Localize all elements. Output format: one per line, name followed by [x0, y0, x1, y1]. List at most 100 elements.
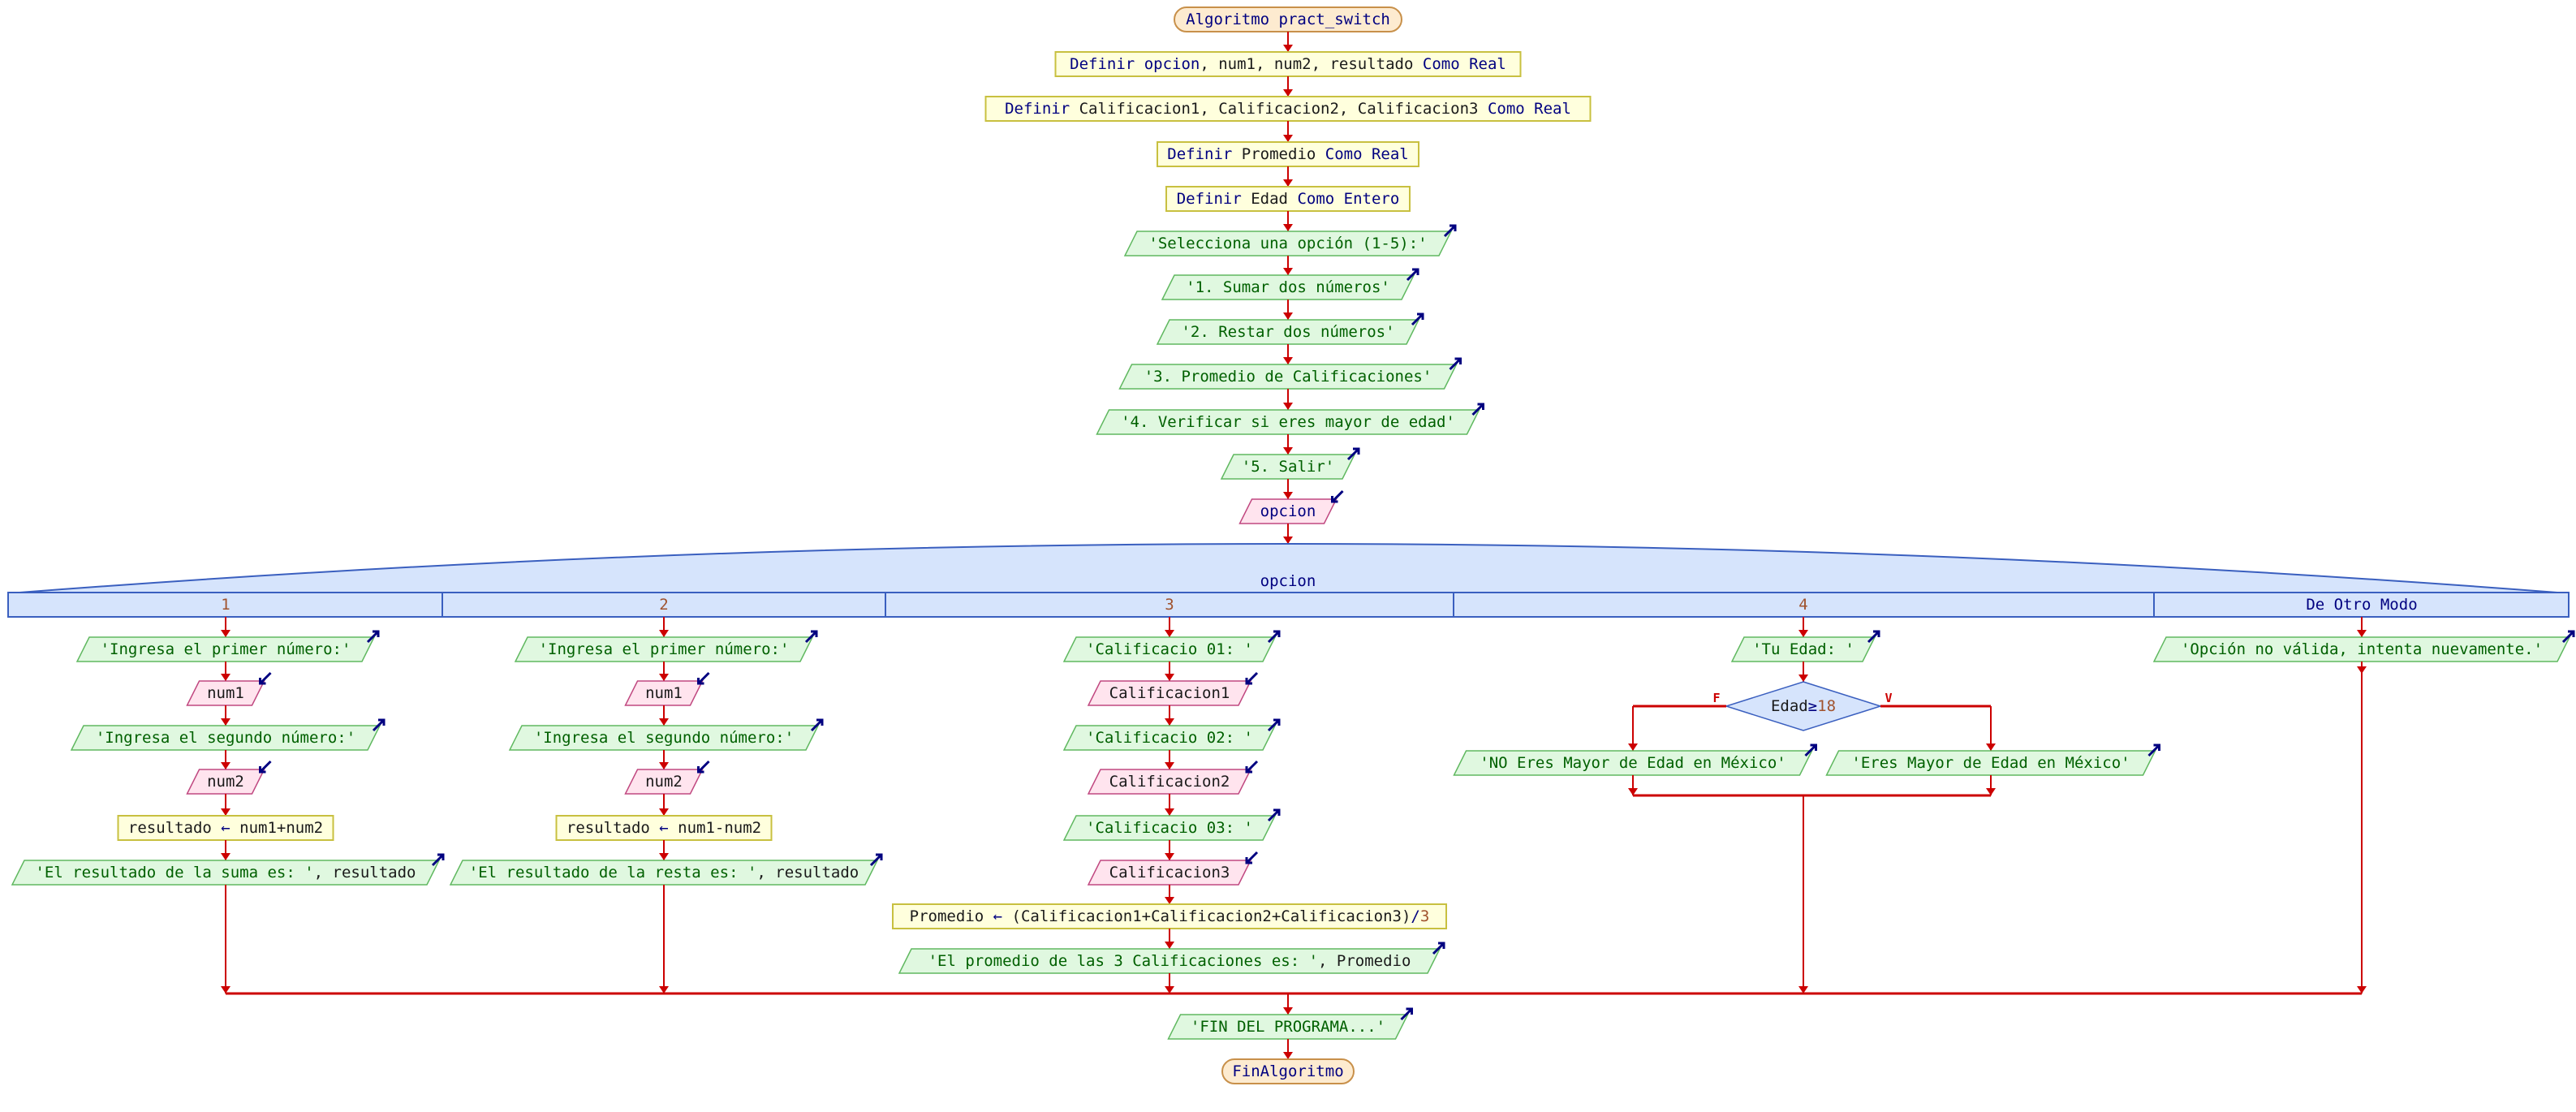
flow-arrowhead — [2357, 666, 2367, 674]
output-text[interactable]: 'Ingresa el segundo número:' — [534, 729, 794, 747]
process-node — [117, 815, 334, 841]
output-arrow-icon — [1432, 942, 1445, 955]
switch-case-bar — [7, 592, 2570, 618]
process-text[interactable]: Promedio ← (Calificacion1+Calificacion2+… — [910, 907, 1430, 925]
process-text[interactable]: resultado ← num1-num2 — [566, 819, 761, 837]
output-node — [70, 725, 381, 751]
output-text[interactable]: 'Opción no válida, intenta nuevamente.' — [2181, 640, 2543, 658]
input-text[interactable]: num1 — [645, 684, 683, 702]
decision-node — [1724, 681, 1883, 731]
input-text[interactable]: opcion — [1260, 502, 1316, 520]
text-segment: 'Ingresa el segundo número:' — [533, 729, 795, 747]
output-node — [1453, 750, 1813, 776]
text-segment: 'Calificacio 01: ' — [1086, 640, 1253, 658]
input-text[interactable]: Calificacion3 — [1109, 864, 1230, 881]
text-segment: resultado — [127, 819, 222, 837]
output-text[interactable]: 'FIN DEL PROGRAMA...' — [1191, 1018, 1385, 1036]
input-node — [186, 769, 265, 795]
process-text[interactable]: resultado ← num1+num2 — [128, 819, 323, 837]
output-node — [1062, 725, 1277, 751]
output-node — [1156, 319, 1420, 345]
terminal-text[interactable]: FinAlgoritmo — [1232, 1062, 1343, 1080]
process-text[interactable]: Definir Calificacion1, Calificacion2, Ca… — [1005, 100, 1571, 118]
output-text[interactable]: 'Selecciona una opción (1-5):' — [1148, 235, 1427, 252]
text-segment: 'Calificacio 02: ' — [1086, 729, 1253, 747]
process-text[interactable]: Definir Edad Como Entero — [1177, 190, 1400, 208]
output-text[interactable]: '1. Sumar dos números' — [1186, 278, 1390, 296]
output-text[interactable]: 'Ingresa el primer número:' — [101, 640, 351, 658]
output-text[interactable]: '3. Promedio de Calificaciones' — [1144, 368, 1432, 386]
output-text[interactable]: 'Tu Edad: ' — [1752, 640, 1854, 658]
output-text[interactable]: 'Ingresa el primer número:' — [539, 640, 790, 658]
output-text[interactable]: '4. Verificar si eres mayor de edad' — [1121, 413, 1455, 431]
process-text[interactable]: Definir opcion, num1, num2, resultado Co… — [1070, 55, 1506, 73]
decision-text[interactable]: Edad≥18 — [1771, 697, 1836, 715]
output-text[interactable]: 'Calificacio 02: ' — [1086, 729, 1253, 747]
text-segment: 'Selecciona una opción (1-5):' — [1148, 235, 1428, 252]
output-text[interactable]: 'El resultado de la suma es: ', resultad… — [35, 864, 416, 881]
text-segment: Como Real — [1422, 55, 1506, 73]
output-arrow-icon — [1346, 447, 1360, 461]
text-segment: '4. Verificar si eres mayor de edad' — [1121, 413, 1455, 431]
output-text[interactable]: '5. Salir' — [1242, 458, 1334, 476]
text-segment: 'Ingresa el segundo número:' — [95, 729, 356, 747]
text-segment: Edad — [1251, 190, 1298, 208]
false-branch-label: F — [1712, 691, 1721, 705]
text-segment: (Calificacion1+Calificacion2+Calificacio… — [1002, 907, 1411, 925]
text-segment: opcion — [1260, 502, 1316, 520]
input-text[interactable]: num2 — [207, 773, 244, 791]
input-text[interactable]: num1 — [207, 684, 244, 702]
input-text[interactable]: Calificacion1 — [1109, 684, 1230, 702]
flow-arrowhead — [2357, 986, 2367, 993]
flow-arrowhead — [659, 674, 669, 681]
output-text[interactable]: 'NO Eres Mayor de Edad en México' — [1480, 754, 1786, 772]
output-arrow-icon — [1804, 743, 1817, 757]
flow-arrowhead — [659, 630, 669, 637]
flow-arrowhead — [1283, 179, 1293, 187]
flow-arrowhead — [1283, 537, 1293, 544]
process-node — [1054, 51, 1522, 77]
flow-arrowhead — [1165, 853, 1174, 860]
output-node — [1167, 1014, 1409, 1040]
output-node — [1730, 636, 1876, 662]
input-text[interactable]: Calificacion2 — [1109, 773, 1230, 791]
process-node — [892, 903, 1447, 929]
flow-arrowhead — [221, 762, 230, 769]
text-segment: resultado — [566, 819, 660, 837]
output-node — [1096, 409, 1480, 435]
output-arrow-icon — [1443, 224, 1457, 238]
flow-arrowhead — [659, 986, 669, 993]
text-segment: Calificacion3 — [1109, 864, 1230, 881]
output-text[interactable]: 'El promedio de las 3 Calificaciones es:… — [928, 952, 1411, 970]
flow-arrowhead — [1165, 808, 1174, 816]
text-segment: Definir — [1005, 100, 1079, 118]
flow-arrowhead — [1165, 762, 1174, 769]
output-node — [1062, 636, 1277, 662]
output-text[interactable]: 'Calificacio 01: ' — [1086, 640, 1253, 658]
terminal-text[interactable]: Algoritmo pract_switch — [1186, 11, 1390, 28]
flow-arrowhead — [221, 674, 230, 681]
text-segment: 'Ingresa el primer número:' — [100, 640, 351, 658]
text-segment: '2. Restar dos números' — [1181, 323, 1395, 341]
flow-arrowhead — [1798, 675, 1808, 682]
output-text[interactable]: 'El resultado de la resta es: ', resulta… — [469, 864, 859, 881]
output-node — [514, 636, 814, 662]
flow-arrowhead — [1165, 718, 1174, 726]
output-text[interactable]: 'Calificacio 03: ' — [1086, 819, 1253, 837]
flow-arrowhead — [1283, 312, 1293, 320]
text-segment: Promedio — [1241, 145, 1325, 163]
output-text[interactable]: 'Eres Mayor de Edad en México' — [1851, 754, 2130, 772]
input-node — [624, 680, 704, 706]
output-text[interactable]: 'Ingresa el segundo número:' — [96, 729, 355, 747]
input-text[interactable]: num2 — [645, 773, 683, 791]
process-text[interactable]: Definir Promedio Como Real — [1167, 145, 1408, 163]
flow-arrowhead — [221, 808, 230, 816]
flow-arrowhead — [1283, 1007, 1293, 1015]
text-segment: Definir — [1070, 55, 1144, 73]
text-segment: Promedio — [909, 907, 993, 925]
output-text[interactable]: '2. Restar dos números' — [1181, 323, 1394, 341]
output-arrow-icon — [431, 853, 445, 867]
output-node — [1062, 815, 1277, 841]
process-node — [555, 815, 773, 841]
flow-arrowhead — [1165, 942, 1174, 949]
